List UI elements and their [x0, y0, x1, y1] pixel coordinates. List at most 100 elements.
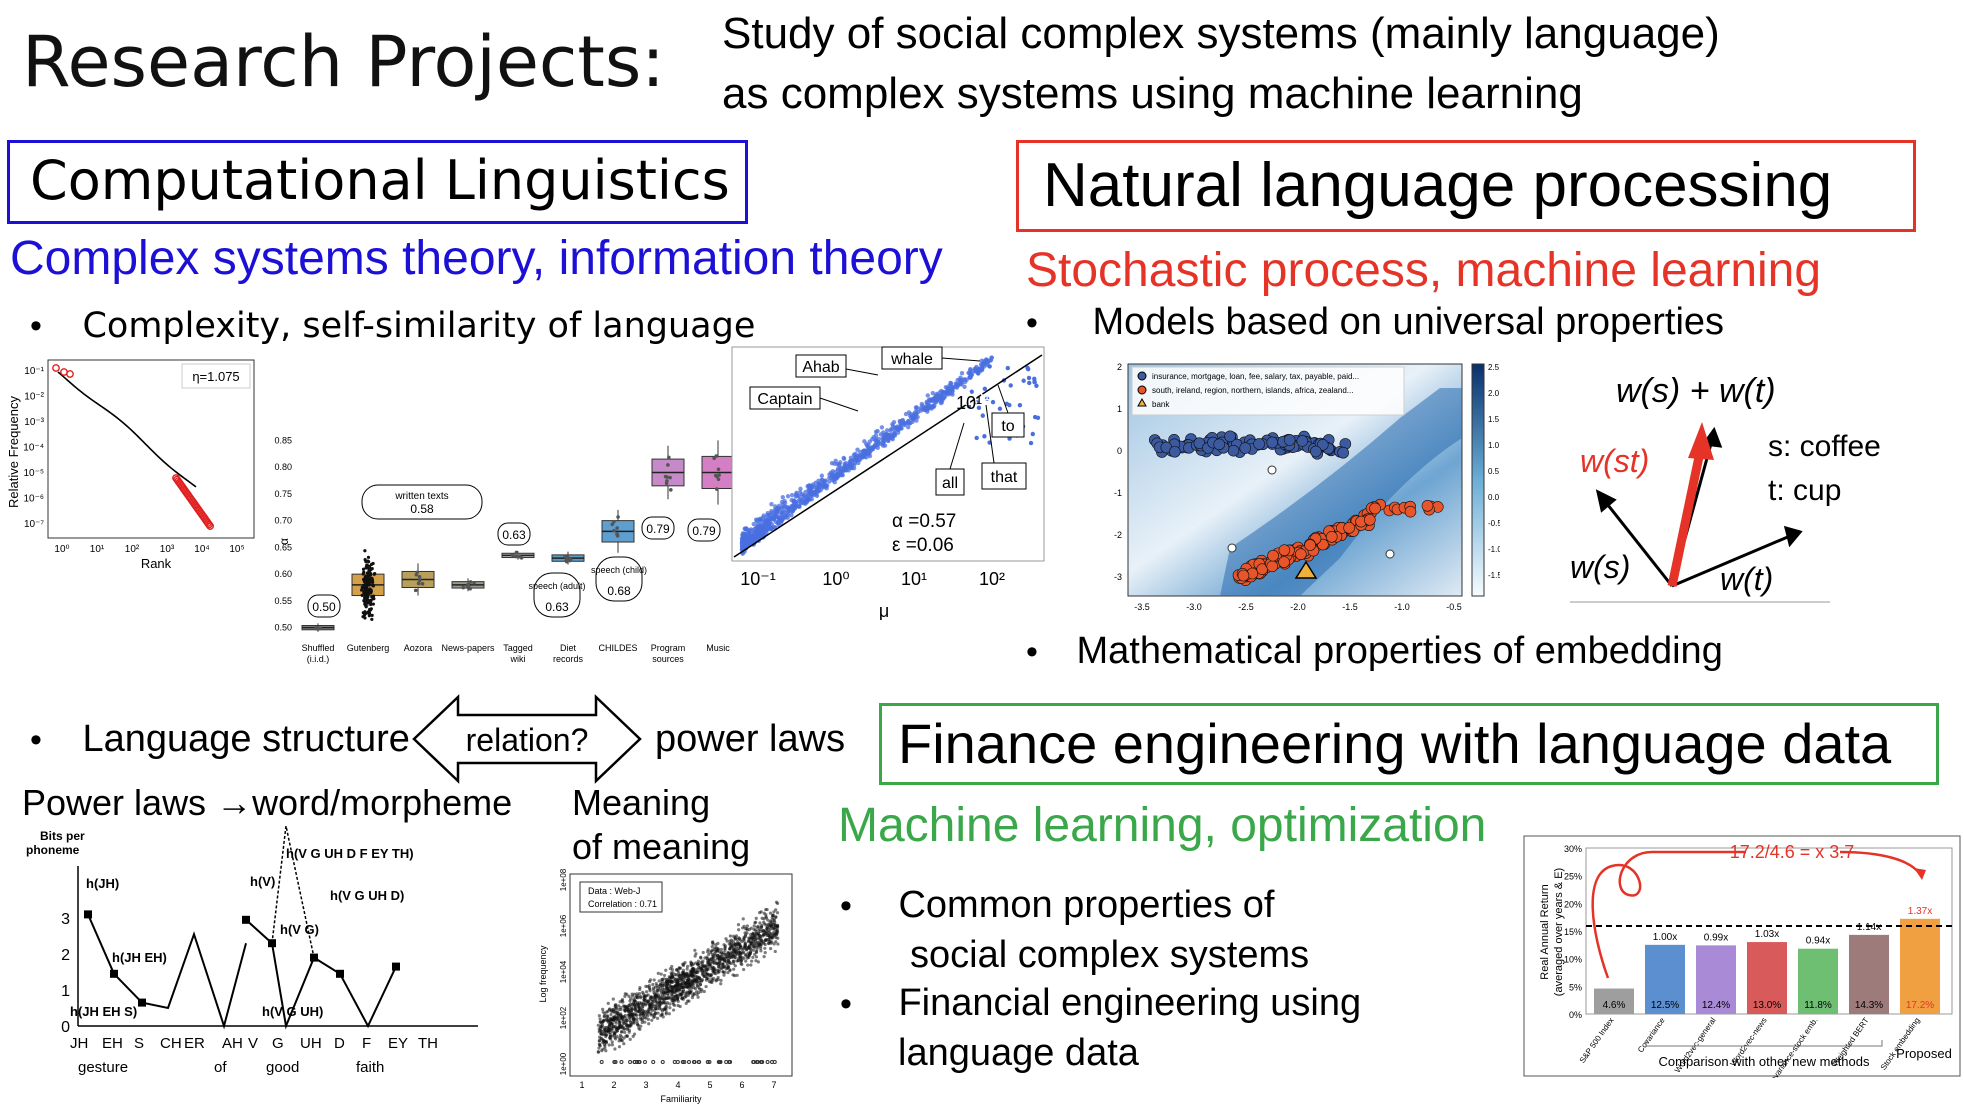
freq-point [725, 939, 729, 943]
freq-point [728, 1060, 733, 1064]
freq-point [644, 990, 649, 994]
scatter-point [797, 504, 802, 509]
label-captain: Captain [757, 391, 812, 408]
freq-point [702, 989, 706, 994]
callout-music [687, 518, 721, 542]
freq-point [643, 1015, 647, 1019]
freq-point [739, 951, 743, 955]
scatter-point [891, 420, 897, 425]
box-point [468, 580, 473, 584]
box-point [367, 573, 371, 577]
freq-points [596, 900, 780, 1064]
embedding-point [1304, 539, 1316, 551]
freq-point [770, 921, 774, 925]
box-point [415, 570, 419, 575]
freq-point [733, 964, 737, 968]
scatter-point [809, 484, 815, 490]
freq-point [653, 1006, 658, 1011]
freq-point [732, 950, 737, 954]
finance-ytick: 30% [1564, 844, 1582, 854]
freq-point [716, 969, 720, 973]
freq-point [689, 990, 693, 995]
zipf-xtick: 10⁵ [229, 544, 244, 555]
scatter-point [1025, 366, 1031, 372]
scatter-point [930, 390, 936, 396]
box-point [371, 602, 375, 606]
scatter-point [785, 494, 791, 499]
box-point [371, 584, 376, 588]
finance-bar-multiplier: 1.00x [1653, 932, 1677, 943]
freq-point [711, 955, 715, 959]
finance-bar-multiplier: 1.14x [1857, 922, 1881, 933]
freq-point [654, 1011, 658, 1015]
freq-point [653, 1014, 657, 1019]
freq-point [602, 1015, 606, 1019]
phoneme-xlabel: S [134, 1035, 144, 1052]
finance-bar-multiplier: 1.37x [1908, 906, 1932, 917]
scatter-point [982, 386, 988, 392]
s-coffee-label: s: coffee [1768, 430, 1881, 463]
scatter-point [980, 362, 985, 368]
scatter-point [882, 443, 888, 448]
phoneme-xlabel: F [362, 1035, 371, 1052]
scatter-point [910, 414, 915, 419]
box-point [616, 515, 620, 519]
freq-point [656, 1011, 660, 1015]
meaning-line-2: of meaning [572, 826, 751, 867]
freq-point [719, 978, 723, 982]
freq-point [772, 910, 776, 914]
freq-point [613, 1009, 618, 1013]
finance-bar-value: 14.3% [1855, 1000, 1883, 1011]
scatter-point [754, 517, 759, 522]
freq-point [699, 989, 703, 994]
relation-label: relation? [466, 722, 589, 758]
ratio-arrow [1591, 850, 1746, 979]
freq-point [676, 971, 681, 975]
freq-point [745, 924, 749, 928]
embedding-ytick: 0 [1117, 446, 1122, 456]
freq-point [728, 968, 732, 972]
freq-point [664, 981, 669, 985]
freq-point [649, 1013, 653, 1017]
freq-point [710, 948, 715, 953]
freq-point [719, 947, 723, 952]
scatter-point [950, 392, 955, 397]
phoneme-lines [84, 826, 400, 1030]
zipf-point [52, 364, 60, 372]
scatter-point [789, 492, 795, 498]
freq-point [661, 997, 665, 1001]
vector-s-label: w(s) [1570, 549, 1630, 585]
scatter-point [1004, 401, 1009, 407]
scatter-point [982, 434, 987, 439]
freq-point [668, 1006, 672, 1010]
freq-point [771, 913, 775, 918]
phoneme-label: h(V G UH D F EY TH) [286, 846, 414, 861]
freq-point [769, 932, 773, 936]
box-point [360, 593, 364, 597]
freq-point [696, 995, 700, 999]
freq-point [678, 978, 682, 983]
scatter-point [958, 375, 963, 380]
freq-point [681, 963, 686, 968]
box-point [361, 567, 366, 571]
freq-point [708, 973, 712, 978]
scatter-point [746, 531, 752, 536]
embedding-point [1364, 514, 1376, 526]
freq-point [747, 939, 751, 943]
freq-point [741, 917, 745, 921]
phoneme-xlabel: CH [160, 1035, 182, 1052]
freq-point [610, 1034, 614, 1038]
freq-point [665, 988, 670, 992]
scatter-point [782, 504, 788, 509]
freq-point [744, 953, 748, 958]
scatter-point [984, 396, 990, 401]
freq-point [671, 997, 675, 1001]
zipf-ytick: 10⁻⁷ [24, 519, 44, 530]
label-to-box [991, 412, 1025, 438]
bullet-dot: • [840, 985, 852, 1023]
box-point [716, 467, 721, 472]
scatter-point [832, 461, 837, 466]
freq-point [714, 972, 718, 976]
vector-diagram: w(s) + w(t) w(st) s: coffee t: cup w(s) … [1570, 372, 1881, 603]
box-point [615, 526, 619, 530]
